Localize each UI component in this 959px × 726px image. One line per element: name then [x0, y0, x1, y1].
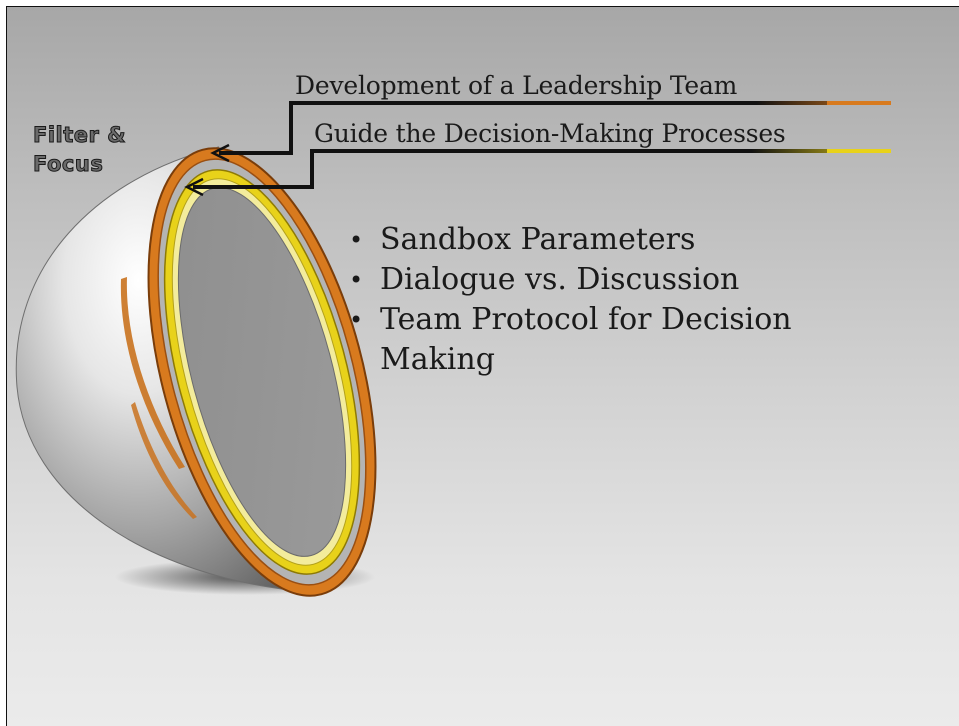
- filter-label-line2: Focus: [32, 152, 104, 177]
- callout-leadership-team: Development of a Leadership Team: [295, 71, 738, 100]
- filter-label-line1: Filter &: [32, 123, 127, 148]
- slide: Filter & Focus Development of a Leadersh…: [6, 6, 959, 726]
- callout-decision-making: Guide the Decision-Making Processes: [314, 119, 786, 148]
- filter-focus-label: Filter & Focus: [32, 121, 127, 179]
- pointer-arrow-icon: [219, 101, 891, 155]
- bullet-item: Dialogue vs. Discussion: [349, 260, 869, 300]
- bullet-item: Sandbox Parameters: [349, 220, 869, 260]
- bullet-list: Sandbox Parameters Dialogue vs. Discussi…: [349, 220, 869, 380]
- hollow-half-sphere-icon: [15, 101, 891, 597]
- bullet-item: Team Protocol for Decision Making: [349, 300, 869, 380]
- pointer-arrow-icon: [193, 149, 891, 189]
